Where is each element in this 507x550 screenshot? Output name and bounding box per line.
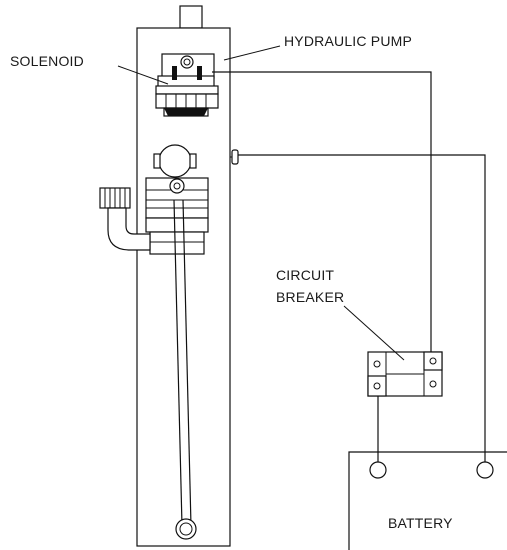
wiring: [212, 71, 486, 462]
suction-tube: [173, 199, 197, 540]
pump-side-terminal: [230, 149, 239, 165]
hydraulic-pump-label: HYDRAULIC PUMP: [284, 33, 412, 49]
battery-terminal-negative: [369, 461, 387, 479]
wire-pump-to-battery: [238, 154, 486, 462]
solenoid: [155, 53, 219, 117]
circuit-breaker-leader-line: [343, 305, 405, 361]
hydraulic-pump-leader-line: [223, 45, 281, 61]
battery-label: BATTERY: [388, 515, 453, 531]
circuit-breaker-label-line2: BREAKER: [276, 289, 344, 305]
battery: [348, 451, 507, 550]
wire-solenoid-to-breaker: [212, 71, 432, 352]
solenoid-leader-line: [117, 65, 169, 85]
battery-terminal-positive: [476, 461, 494, 479]
elbow-fitting: [99, 187, 151, 251]
circuit-breaker: [367, 351, 443, 397]
solenoid-label: SOLENOID: [10, 53, 84, 69]
pump-top-cap: [179, 5, 203, 29]
valve-assembly: [145, 144, 209, 255]
circuit-breaker-label-line1: CIRCUIT: [276, 267, 334, 283]
